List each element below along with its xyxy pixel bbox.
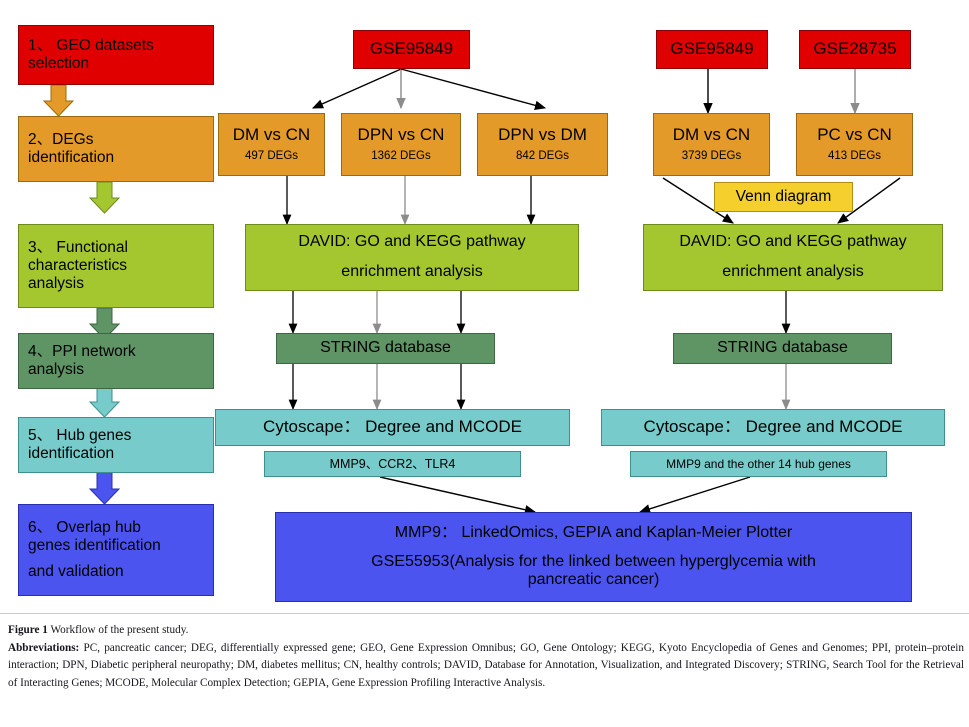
step-4-line-2: analysis: [28, 361, 84, 378]
middle-to-david-arrows: [282, 176, 536, 226]
middle-comparison-2-degs: 842 DEGs: [515, 150, 570, 163]
middle-hub-genes-label: MMP9、CCR2、TLR4: [329, 456, 456, 471]
step-2-line-1: 2、DEGs: [28, 130, 94, 148]
right-david-line-1: DAVID: GO and KEGG pathway: [679, 233, 907, 251]
middle-comparison-dm-vs-cn[interactable]: DM vs CN 497 DEGs: [218, 113, 325, 176]
right-string-label: STRING database: [717, 339, 848, 357]
final-line-2: GSE55953(Analysis for the linked between…: [371, 552, 816, 570]
right-dataset-0-label: GSE95849: [670, 39, 754, 59]
right-comparison-pc-vs-cn[interactable]: PC vs CN 413 DEGs: [796, 113, 913, 176]
right-hub-genes-list[interactable]: MMP9 and the other 14 hub genes: [630, 451, 887, 477]
caption-abbrev-line: Abbreviations: PC, pancreatic cancer; DE…: [8, 640, 964, 693]
middle-david-line-2: enrichment analysis: [341, 263, 483, 280]
middle-comparison-0-degs: 497 DEGs: [244, 150, 299, 163]
right-dataset-1-label: GSE28735: [813, 39, 897, 59]
caption-title-line: Figure 1 Workflow of the present study.: [8, 622, 964, 640]
final-validation-box[interactable]: MMP9： LinkedOmics, GEPIA and Kaplan-Meie…: [275, 512, 912, 602]
step-4-ppi-network-analysis[interactable]: 4、PPI network analysis: [18, 333, 214, 389]
middle-david-line-1: DAVID: GO and KEGG pathway: [298, 233, 526, 251]
step-6-line-2: genes identification: [28, 537, 161, 555]
caption-divider: [0, 613, 969, 614]
middle-comparison-dpn-vs-dm[interactable]: DPN vs DM 842 DEGs: [477, 113, 608, 176]
middle-string-label: STRING database: [320, 339, 451, 357]
middle-fanout-arrows: [311, 68, 547, 110]
step-3-line-1: 3、 Functional: [28, 238, 128, 256]
right-comparison-1-degs: 413 DEGs: [827, 150, 882, 163]
middle-comparison-1-title: DPN vs CN: [357, 125, 445, 145]
middle-cytoscape[interactable]: Cytoscape： Degree and MCODE: [215, 409, 570, 446]
step-3-line-3: analysis: [28, 275, 84, 293]
step-2-degs-identification[interactable]: 2、DEGs identification: [18, 116, 214, 182]
final-line-3: pancreatic cancer): [527, 571, 660, 589]
middle-comparison-0-title: DM vs CN: [232, 125, 311, 145]
middle-dataset-label: GSE95849: [369, 39, 454, 59]
right-venn-label: Venn diagram: [735, 187, 832, 205]
figure-title: Workflow of the present study.: [50, 624, 189, 636]
middle-david-to-string-arrows: [288, 291, 466, 335]
step-2-line-2: identification: [28, 149, 115, 166]
step-1-line-1: 1、 GEO datasets: [28, 36, 154, 54]
step-5-line-1: 5、 Hub genes: [28, 426, 132, 444]
step-6-line-1: 6、 Overlap hub: [28, 519, 141, 537]
abbreviations-text: PC, pancreatic cancer; DEG, differential…: [8, 641, 965, 690]
step-6-overlap-hub-genes-identification-and-validation[interactable]: 6、 Overlap hub genes identification and …: [18, 504, 214, 596]
final-line-1: MMP9： LinkedOmics, GEPIA and Kaplan-Meie…: [394, 523, 793, 541]
middle-dataset-gse95849[interactable]: GSE95849: [353, 30, 470, 69]
right-cytoscape[interactable]: Cytoscape： Degree and MCODE: [601, 409, 945, 446]
step-3-functional-characteristics-analysis[interactable]: 3、 Functional characteristics analysis: [18, 224, 214, 308]
right-cytoscape-label: Cytoscape： Degree and MCODE: [643, 417, 903, 437]
step-3-line-2: characteristics: [28, 256, 128, 274]
right-david-line-2: enrichment analysis: [722, 263, 864, 280]
middle-comparison-1-degs: 1362 DEGs: [371, 150, 431, 163]
middle-david-enrichment[interactable]: DAVID: GO and KEGG pathway enrichment an…: [245, 224, 579, 291]
step-6-line-3: and validation: [28, 562, 124, 580]
right-david-enrichment[interactable]: DAVID: GO and KEGG pathway enrichment an…: [643, 224, 943, 291]
right-dataset-gse95849[interactable]: GSE95849: [656, 30, 768, 69]
middle-string-to-cytoscape-arrows: [288, 364, 466, 411]
middle-comparison-dpn-vs-cn[interactable]: DPN vs CN 1362 DEGs: [341, 113, 461, 176]
middle-hub-genes-list[interactable]: MMP9、CCR2、TLR4: [264, 451, 521, 477]
middle-hub-to-final-arrow: [379, 476, 537, 515]
right-comparison-1-title: PC vs CN: [817, 125, 892, 145]
right-hub-genes-label: MMP9 and the other 14 hub genes: [666, 456, 851, 471]
step-4-line-1: 4、PPI network: [28, 342, 136, 360]
right-hub-to-final-arrow: [638, 476, 751, 514]
middle-cytoscape-label: Cytoscape： Degree and MCODE: [263, 417, 522, 437]
right-comparison-0-degs: 3739 DEGs: [681, 150, 742, 163]
right-dataset-arrows: [703, 69, 860, 115]
middle-comparison-2-title: DPN vs DM: [498, 125, 587, 145]
step-1-geo-datasets-selection[interactable]: 1、 GEO datasets selection: [18, 25, 214, 85]
figure-label: Figure 1: [8, 624, 48, 636]
abbreviations-label: Abbreviations:: [8, 641, 80, 654]
right-dataset-gse28735[interactable]: GSE28735: [799, 30, 911, 69]
step-5-hub-genes-identification[interactable]: 5、 Hub genes identification: [18, 417, 214, 473]
right-string-database[interactable]: STRING database: [673, 333, 892, 364]
right-comparison-dm-vs-cn[interactable]: DM vs CN 3739 DEGs: [653, 113, 770, 176]
figure-caption: Figure 1 Workflow of the present study. …: [8, 622, 964, 693]
step-1-line-2: selection: [28, 55, 90, 72]
middle-string-database[interactable]: STRING database: [276, 333, 495, 364]
step-5-line-2: identification: [28, 445, 115, 462]
right-comparison-0-title: DM vs CN: [672, 125, 751, 145]
right-venn-diagram[interactable]: Venn diagram: [714, 182, 853, 212]
